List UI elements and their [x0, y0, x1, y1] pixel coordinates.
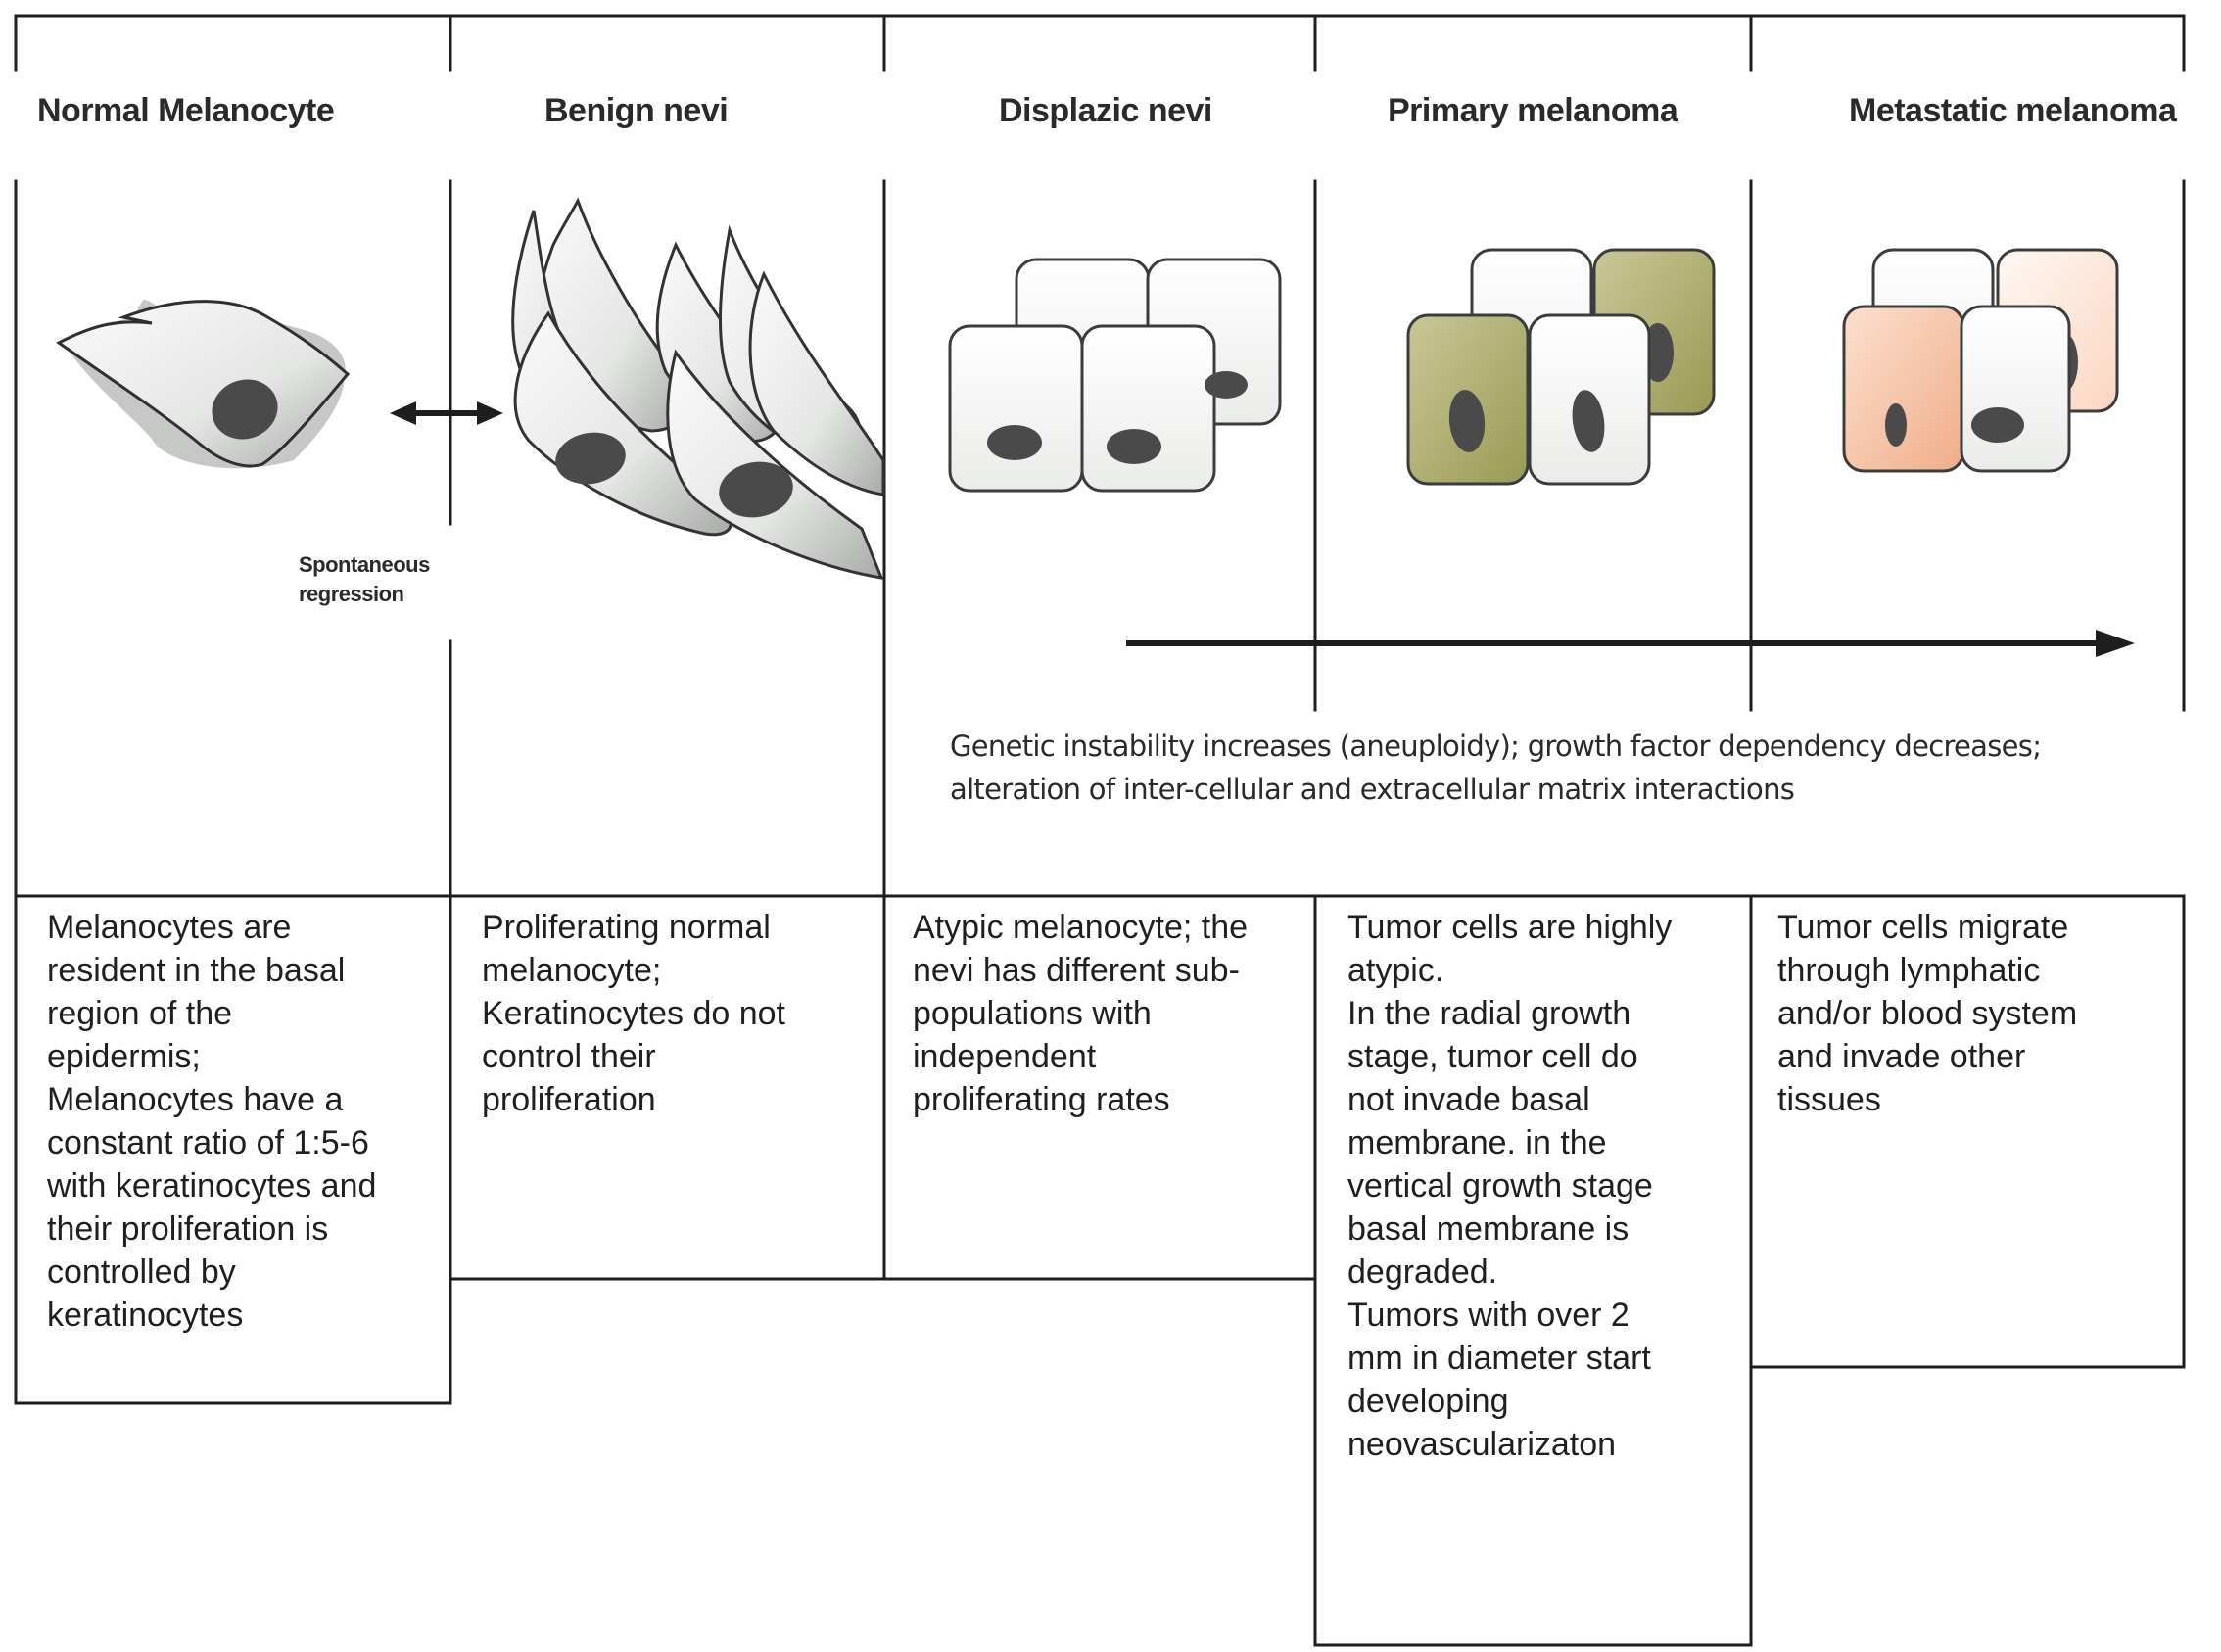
description-normal-melanocyte: Melanocytes are resident in the basal re… — [47, 909, 377, 1334]
regression-label-line1: Spontaneous — [299, 552, 430, 577]
description-primary-melanoma: Tumor cells are highly atypic. In the ra… — [1347, 909, 1673, 1463]
progression-caption: Genetic instability increases (aneuploid… — [950, 725, 2174, 811]
progression-caption-line1: Genetic instability increases (aneuploid… — [950, 730, 2042, 763]
stage-title-displazic-nevi: Displazic nevi — [999, 92, 1212, 129]
stage-title-normal-melanocyte: Normal Melanocyte — [37, 92, 335, 129]
description-benign-nevi: Proliferating normal melanocyte; Keratin… — [482, 909, 785, 1118]
displazic-nevi-cells-icon — [948, 258, 1282, 493]
normal-melanocyte-icon — [56, 300, 351, 469]
double-arrow — [390, 401, 503, 425]
benign-nevi-cells-icon — [511, 197, 885, 580]
stage-title-primary-melanoma: Primary melanoma — [1388, 92, 1678, 129]
description-metastatic-melanoma: Tumor cells migrate through lymphatic an… — [1777, 909, 2078, 1118]
description-displazic-nevi: Atypic melanocyte; the nevi has differen… — [913, 909, 1249, 1118]
progression-caption-line2: alteration of inter-cellular and extrace… — [950, 773, 1795, 806]
regression-label-line2: regression — [299, 582, 404, 606]
stage-title-benign-nevi: Benign nevi — [544, 92, 729, 129]
progression-arrow — [1126, 630, 2135, 657]
regression-label: Spontaneous regression — [299, 550, 430, 609]
metastatic-melanoma-cells-icon — [1842, 248, 2119, 473]
stage-title-metastatic-melanoma: Metastatic melanoma — [1849, 92, 2177, 129]
primary-melanoma-cells-icon — [1406, 248, 1716, 486]
